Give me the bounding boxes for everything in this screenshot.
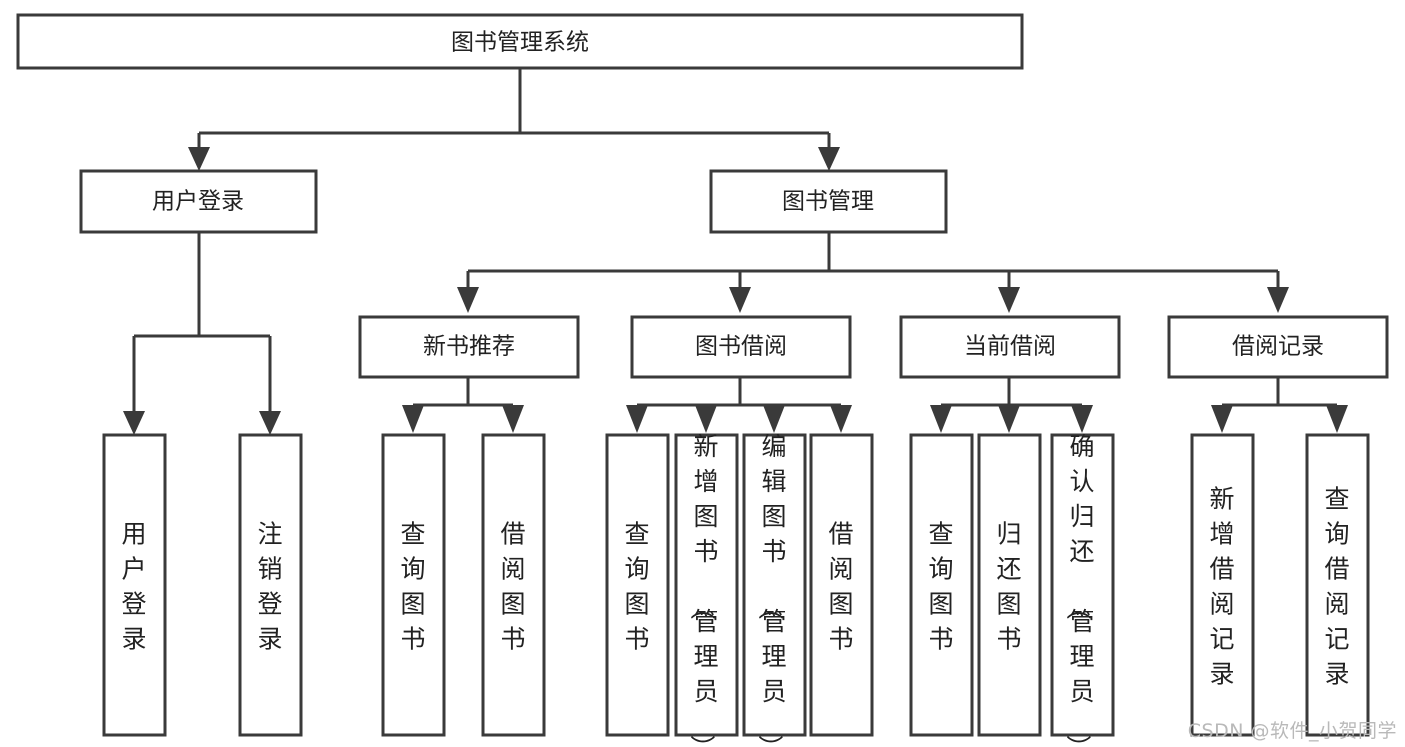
arrow-head-leaf-add-book (695, 405, 717, 433)
arrow-head-leaf-add-record (1211, 405, 1233, 433)
connector-group-book-borrow (626, 377, 852, 433)
arrow-head-leaf-edit-book (763, 405, 785, 433)
node-leaf-return-book-label: 归还图书 (996, 519, 1021, 653)
connector-group-new-book-rec (402, 377, 524, 433)
node-current-borrow[interactable]: 当前借阅 (899, 315, 1121, 379)
node-leaf-query-book-1[interactable]: 查询图书 (381, 433, 446, 737)
arrow-head-leaf-query-book-1 (402, 405, 424, 433)
node-leaf-edit-book-box[interactable] (742, 433, 807, 737)
arrow-head-leaf-query-book-3 (930, 405, 952, 433)
connector-group-current-borrow (930, 377, 1093, 433)
node-borrow-record-label: 借阅记录 (1232, 334, 1324, 360)
node-leaf-confirm-return-box[interactable] (1050, 433, 1115, 737)
node-leaf-edit-book[interactable]: 编辑图书（管理员） (742, 432, 807, 747)
node-leaf-query-book-3[interactable]: 查询图书 (909, 433, 974, 737)
node-book-manage-box[interactable] (709, 169, 948, 234)
connector-group-book-manage (457, 232, 1289, 313)
node-book-manage-label: 图书管理 (782, 189, 874, 215)
node-leaf-query-book-2-label: 查询图书 (624, 519, 649, 653)
arrow-head-leaf-confirm-return (1071, 405, 1093, 433)
node-leaf-logout[interactable]: 注销登录 (238, 433, 303, 737)
node-leaf-query-book-2-box[interactable] (605, 433, 670, 737)
node-leaf-query-book-3-label: 查询图书 (928, 519, 953, 653)
node-leaf-borrow-book-2-label: 借阅图书 (828, 519, 853, 653)
arrow-head-book-borrow (729, 287, 751, 313)
node-leaf-add-book-label: 新增图书（管理员） (687, 432, 718, 747)
arrow-head-leaf-borrow-book-1 (502, 405, 524, 433)
node-new-book-rec-label: 新书推荐 (423, 334, 515, 360)
node-leaf-user-login[interactable]: 用户登录 (102, 433, 167, 737)
node-leaf-user-login-label: 用户登录 (121, 519, 146, 653)
node-current-borrow-label: 当前借阅 (964, 334, 1056, 360)
node-user-login-box[interactable] (79, 169, 318, 234)
node-leaf-return-book-box[interactable] (977, 433, 1042, 737)
node-leaf-query-book-1-label: 查询图书 (400, 519, 425, 653)
node-book-borrow[interactable]: 图书借阅 (630, 315, 852, 379)
node-current-borrow-box[interactable] (899, 315, 1121, 379)
node-leaf-edit-book-label: 编辑图书（管理员） (755, 432, 786, 747)
node-user-login[interactable]: 用户登录 (79, 169, 318, 234)
node-leaf-add-book-box[interactable] (674, 433, 739, 737)
node-leaf-return-book[interactable]: 归还图书 (977, 433, 1042, 737)
arrow-head-leaf-query-book-2 (626, 405, 648, 433)
arrow-head-leaf-borrow-book-2 (830, 405, 852, 433)
node-root-box[interactable] (16, 13, 1024, 70)
arrow-head-leaf-query-record (1326, 405, 1348, 433)
node-leaf-user-login-box[interactable] (102, 433, 167, 737)
node-leaf-logout-box[interactable] (238, 433, 303, 737)
node-borrow-record-box[interactable] (1167, 315, 1389, 379)
arrow-head-leaf-return-book (998, 405, 1020, 433)
node-borrow-record[interactable]: 借阅记录 (1167, 315, 1389, 379)
arrow-head-borrow-record (1267, 287, 1289, 313)
node-book-borrow-label: 图书借阅 (695, 334, 787, 360)
node-leaf-borrow-book-1-box[interactable] (481, 433, 546, 737)
node-leaf-add-book[interactable]: 新增图书（管理员） (674, 432, 739, 747)
node-leaf-confirm-return[interactable]: 确认归还（管理员） (1050, 432, 1115, 747)
arrow-head-user-login (188, 147, 210, 171)
node-root-label: 图书管理系统 (451, 30, 589, 56)
arrow-head-leaf-logout (259, 411, 281, 435)
node-leaf-query-record-box[interactable] (1305, 433, 1370, 737)
connector-group-borrow-record (1211, 377, 1348, 433)
node-leaf-confirm-return-label: 确认归还（管理员） (1063, 432, 1094, 747)
node-leaf-borrow-book-1[interactable]: 借阅图书 (481, 433, 546, 737)
arrow-head-book-manage (818, 147, 840, 171)
node-leaf-query-record-label: 查询借阅记录 (1324, 484, 1349, 688)
arrow-head-leaf-user-login (123, 411, 145, 435)
arrow-head-new-book-rec (457, 287, 479, 313)
node-leaf-borrow-book-1-label: 借阅图书 (500, 519, 525, 653)
node-root[interactable]: 图书管理系统 (16, 13, 1024, 70)
node-leaf-query-book-1-box[interactable] (381, 433, 446, 737)
node-book-borrow-box[interactable] (630, 315, 852, 379)
node-leaf-add-record[interactable]: 新增借阅记录 (1190, 433, 1255, 737)
connector-group-user-login (123, 232, 281, 435)
node-new-book-rec-box[interactable] (358, 315, 580, 379)
node-leaf-add-record-label: 新增借阅记录 (1209, 484, 1234, 688)
node-leaf-logout-label: 注销登录 (257, 519, 282, 653)
arrow-head-current-borrow (998, 287, 1020, 313)
node-leaf-query-book-2[interactable]: 查询图书 (605, 433, 670, 737)
node-user-login-label: 用户登录 (152, 189, 244, 215)
node-leaf-query-book-3-box[interactable] (909, 433, 974, 737)
node-book-manage[interactable]: 图书管理 (709, 169, 948, 234)
node-leaf-query-record[interactable]: 查询借阅记录 (1305, 433, 1370, 737)
node-new-book-rec[interactable]: 新书推荐 (358, 315, 580, 379)
node-leaf-add-record-box[interactable] (1190, 433, 1255, 737)
node-leaf-borrow-book-2[interactable]: 借阅图书 (809, 433, 874, 737)
node-leaf-borrow-book-2-box[interactable] (809, 433, 874, 737)
connector-group-root (188, 68, 840, 171)
